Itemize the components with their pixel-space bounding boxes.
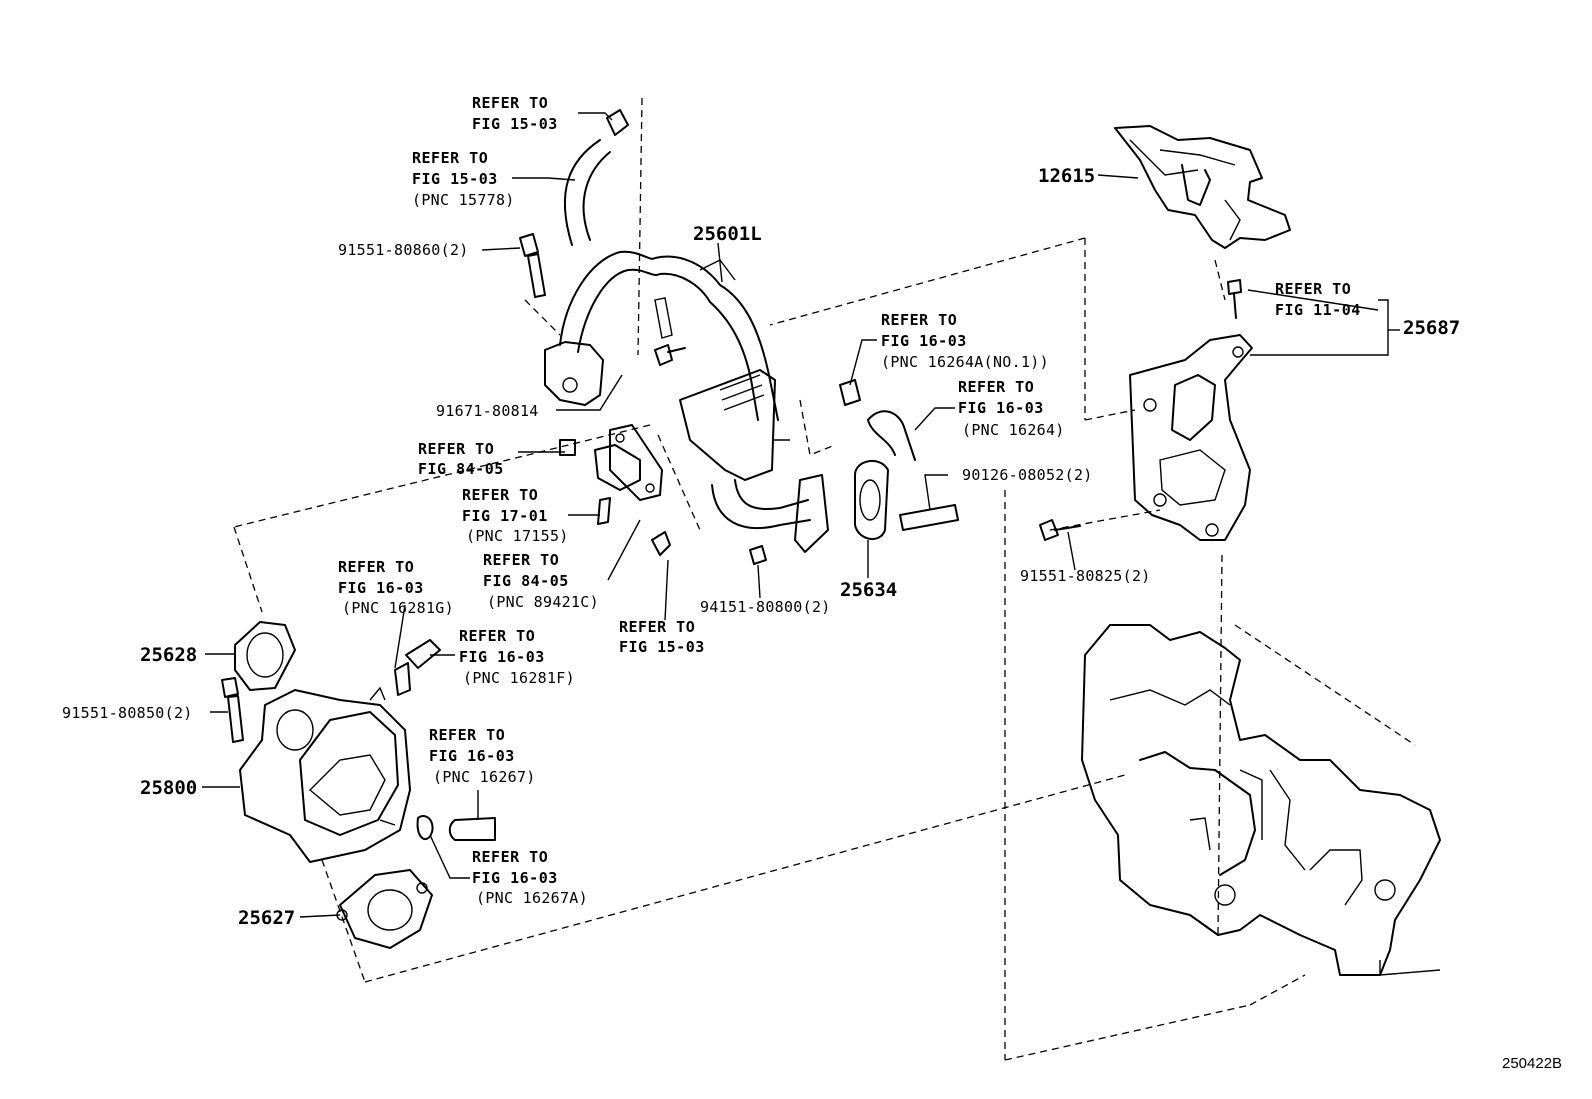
svg-text:FIG 16-03: FIG 16-03 <box>958 399 1044 417</box>
svg-text:(PNC 16281F): (PNC 16281F) <box>463 669 575 687</box>
svg-text:REFER TO: REFER TO <box>429 726 505 744</box>
svg-text:FIG 16-03: FIG 16-03 <box>472 869 558 887</box>
part-25687-bracket[interactable] <box>1129 279 1253 541</box>
svg-text:REFER TO: REFER TO <box>881 311 957 329</box>
assembly-dashed-lines <box>233 97 1416 1061</box>
part-12615-bracket[interactable] <box>1114 125 1291 249</box>
svg-text:FIG 16-03: FIG 16-03 <box>881 332 967 350</box>
svg-text:REFER TO: REFER TO <box>1275 280 1351 298</box>
svg-text:(PNC 16267): (PNC 16267) <box>433 768 536 786</box>
ref-label-pnc-16281f[interactable]: REFER TO FIG 16-03 (PNC 16281F) <box>459 627 575 687</box>
ref-label-pnc-16267a[interactable]: REFER TO FIG 16-03 (PNC 16267A) <box>472 848 588 907</box>
svg-text:(PNC 16264A(NO.1)): (PNC 16264A(NO.1)) <box>881 353 1049 371</box>
svg-text:REFER TO: REFER TO <box>958 378 1034 396</box>
svg-text:REFER TO: REFER TO <box>338 558 414 576</box>
part-number-25628[interactable]: 25628 <box>140 644 197 666</box>
svg-text:REFER TO: REFER TO <box>418 440 494 458</box>
svg-text:REFER TO: REFER TO <box>462 486 538 504</box>
svg-text:FIG 84-05: FIG 84-05 <box>483 572 569 590</box>
part-number-90126-08052[interactable]: 90126-08052(2) <box>962 466 1093 484</box>
ref-label-fig-15-03-top[interactable]: REFER TO FIG 15-03 <box>472 94 558 133</box>
svg-text:(PNC 16281G): (PNC 16281G) <box>342 599 454 617</box>
part-number-25800[interactable]: 25800 <box>140 777 197 799</box>
svg-text:FIG 15-03: FIG 15-03 <box>412 170 498 188</box>
part-25627-gasket[interactable] <box>336 869 433 949</box>
ref-label-pnc-16264a[interactable]: REFER TO FIG 16-03 (PNC 16264A(NO.1)) <box>881 311 1049 371</box>
bolts-and-studs[interactable] <box>221 233 1081 743</box>
svg-text:(PNC 17155): (PNC 17155) <box>466 527 569 545</box>
svg-text:REFER TO: REFER TO <box>472 848 548 866</box>
svg-text:(PNC 16267A): (PNC 16267A) <box>476 889 588 907</box>
part-25634-gasket[interactable] <box>854 460 889 540</box>
svg-text:FIG 16-03: FIG 16-03 <box>429 747 515 765</box>
part-25800-egr-valve[interactable] <box>239 686 411 863</box>
part-sensor-bracket[interactable] <box>594 424 663 525</box>
part-number-25687[interactable]: 25687 <box>1403 317 1460 339</box>
svg-text:(PNC 15778): (PNC 15778) <box>412 191 515 209</box>
part-number-25601L[interactable]: 25601L <box>693 223 762 245</box>
svg-text:FIG 84-05: FIG 84-05 <box>418 460 504 478</box>
part-number-25634[interactable]: 25634 <box>840 579 897 601</box>
svg-text:FIG 15-03: FIG 15-03 <box>619 638 705 656</box>
part-number-25627[interactable]: 25627 <box>238 907 295 929</box>
part-25601L-egr-pipe[interactable] <box>544 250 829 553</box>
diagram-id: 250422B <box>1502 1055 1562 1072</box>
part-number-91671-80814[interactable]: 91671-80814 <box>436 402 539 420</box>
svg-text:REFER TO: REFER TO <box>412 149 488 167</box>
part-number-91551-80860[interactable]: 91551-80860(2) <box>338 241 469 259</box>
svg-text:(PNC 16264): (PNC 16264) <box>962 421 1065 439</box>
svg-text:FIG 17-01: FIG 17-01 <box>462 507 548 525</box>
ref-label-pnc-17155[interactable]: REFER TO FIG 17-01 (PNC 17155) <box>462 486 569 545</box>
ref-label-pnc-16264[interactable]: REFER TO FIG 16-03 (PNC 16264) <box>958 378 1065 439</box>
svg-text:REFER TO: REFER TO <box>483 551 559 569</box>
ref-label-fig-15-03-bottom[interactable]: REFER TO FIG 15-03 <box>619 618 705 656</box>
part-number-94151-80800[interactable]: 94151-80800(2) <box>700 598 831 616</box>
leader-lines <box>202 112 1400 918</box>
ref-label-pnc-15778[interactable]: REFER TO FIG 15-03 (PNC 15778) <box>412 149 515 209</box>
svg-text:FIG 16-03: FIG 16-03 <box>459 648 545 666</box>
svg-text:REFER TO: REFER TO <box>619 618 695 636</box>
svg-text:REFER TO: REFER TO <box>459 627 535 645</box>
hoses-and-clamps[interactable] <box>394 109 916 841</box>
part-number-12615[interactable]: 12615 <box>1038 165 1095 187</box>
svg-text:(PNC 89421C): (PNC 89421C) <box>487 593 599 611</box>
ref-label-pnc-89421c[interactable]: REFER TO FIG 84-05 (PNC 89421C) <box>483 551 599 611</box>
ref-label-fig-11-04[interactable]: REFER TO FIG 11-04 <box>1275 280 1361 319</box>
engine-block <box>1081 624 1441 976</box>
labels: REFER TO FIG 15-03 REFER TO FIG 15-03 (P… <box>62 94 1562 1072</box>
part-number-91551-80825[interactable]: 91551-80825(2) <box>1020 567 1151 585</box>
ref-label-pnc-16267[interactable]: REFER TO FIG 16-03 (PNC 16267) <box>429 726 536 786</box>
part-25628-gasket[interactable] <box>234 621 296 691</box>
svg-text:FIG 15-03: FIG 15-03 <box>472 115 558 133</box>
svg-text:FIG 16-03: FIG 16-03 <box>338 579 424 597</box>
part-number-91551-80850[interactable]: 91551-80850(2) <box>62 704 193 722</box>
ref-label-pnc-16281g[interactable]: REFER TO FIG 16-03 (PNC 16281G) <box>338 558 454 617</box>
ref-label-fig-84-05[interactable]: REFER TO FIG 84-05 <box>418 440 504 478</box>
svg-text:FIG 11-04: FIG 11-04 <box>1275 301 1361 319</box>
svg-text:REFER TO: REFER TO <box>472 94 548 112</box>
